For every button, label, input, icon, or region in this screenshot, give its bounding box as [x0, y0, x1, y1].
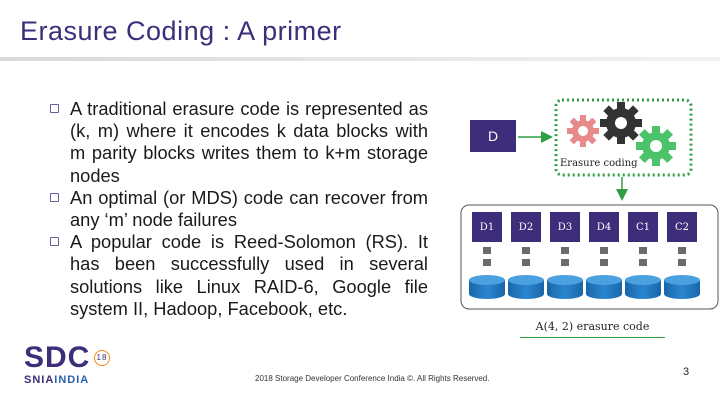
- node-column-d4: [586, 212, 622, 299]
- node-label-c2: C2: [674, 222, 689, 233]
- erasure-coding-diagram: [460, 98, 719, 310]
- node-column-d1: [469, 212, 505, 299]
- code-caption-underline: [520, 337, 665, 338]
- node-column-c2: [664, 212, 700, 299]
- logo-year-badge: 18: [94, 350, 110, 366]
- code-caption: A(4, 2) erasure code: [535, 320, 650, 333]
- logo-region: INDIA: [54, 374, 90, 386]
- page-number: 3: [683, 366, 690, 378]
- bullet-item: A traditional erasure code is represente…: [50, 98, 428, 187]
- bullet-item: An optimal (or MDS) code can recover fro…: [50, 187, 428, 231]
- sdc-logo: SDC 18 SNIAINDIA: [24, 341, 110, 386]
- logo-brand-text: SDC: [24, 341, 91, 374]
- gear-dark-icon: [600, 102, 642, 144]
- logo-subtitle: SNIAINDIA: [24, 374, 90, 386]
- gear-pink-icon: [567, 115, 599, 147]
- encoder-label: Erasure coding: [560, 158, 638, 169]
- gear-green-icon: [636, 126, 676, 166]
- square-bullet-icon: [50, 192, 59, 202]
- node-label-d1: D1: [479, 222, 495, 233]
- node-label-d2: D2: [518, 222, 534, 233]
- title-divider: [0, 57, 720, 61]
- node-label-d4: D4: [596, 222, 612, 233]
- node-column-d2: [508, 212, 544, 299]
- bullet-item: A popular code is Reed-Solomon (RS). It …: [50, 231, 428, 320]
- node-column-c1: [625, 212, 661, 299]
- slide-title: Erasure Coding : A primer: [20, 16, 342, 46]
- logo-brand: SDC 18: [24, 341, 110, 374]
- square-bullet-icon: [50, 237, 59, 247]
- bullet-text: A popular code is Reed-Solomon (RS). It …: [70, 231, 428, 319]
- bullet-text: A traditional erasure code is represente…: [70, 98, 428, 186]
- square-bullet-icon: [50, 104, 59, 113]
- node-label-d3: D3: [557, 222, 573, 233]
- node-column-d3: [547, 212, 583, 299]
- footer-copyright: 2018 Storage Developer Conference India …: [255, 374, 490, 383]
- logo-org: SNIA: [24, 374, 55, 386]
- bullet-list: A traditional erasure code is represente…: [50, 98, 428, 320]
- bullet-text: An optimal (or MDS) code can recover fro…: [70, 186, 428, 231]
- node-label-c1: C1: [635, 222, 650, 233]
- data-block-d: D: [470, 120, 516, 152]
